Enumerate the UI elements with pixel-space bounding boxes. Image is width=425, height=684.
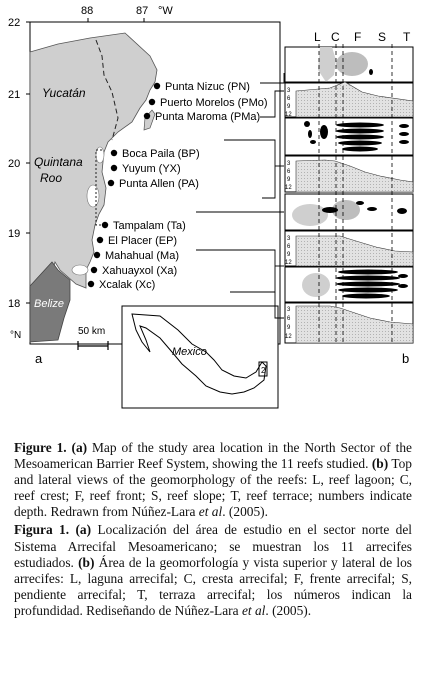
reef-point-bp xyxy=(110,149,118,157)
svg-text:3: 3 xyxy=(287,236,291,242)
map-panel: 88 87 °W 22 21 20 19 18 °N Yucatán Quint… xyxy=(8,5,285,409)
panel-label-b: b xyxy=(402,351,409,366)
study-area-figure: 88 87 °W 22 21 20 19 18 °N Yucatán Quint… xyxy=(8,5,414,409)
svg-text:3: 3 xyxy=(287,307,291,313)
region-belize: Belize xyxy=(34,298,64,310)
state-border-campeche xyxy=(95,149,104,226)
caption-en-etal: et al xyxy=(198,504,223,520)
reef-label-ta: Tampalam (Ta) xyxy=(113,220,186,232)
reef-label-pmo: Puerto Morelos (PMo) xyxy=(160,97,268,109)
reef-point-pma xyxy=(143,112,151,120)
lat-unit: °N xyxy=(10,330,21,341)
lat-label-21: 21 xyxy=(8,89,20,101)
caption-es-figure-label: Figura 1. xyxy=(14,522,70,538)
lon-unit: °W xyxy=(158,5,173,17)
inset-map: 2 Mexico xyxy=(121,305,279,409)
inset-label: Mexico xyxy=(172,346,207,358)
region-quintana: Quintana xyxy=(34,155,83,169)
reef-point-pmo xyxy=(148,98,156,106)
caption-es-a: (a) xyxy=(75,522,92,538)
reef-points xyxy=(87,82,161,288)
reef-point-pa xyxy=(107,179,115,187)
caption-spanish: Figura 1. (a) Localización del área de e… xyxy=(14,522,412,619)
figure-caption: Figure 1. (a) Map of the study area loca… xyxy=(14,440,412,621)
lat-label-19: 19 xyxy=(8,228,20,240)
region-roo: Roo xyxy=(40,171,62,185)
svg-text:9: 9 xyxy=(287,177,291,183)
svg-text:9: 9 xyxy=(287,104,291,110)
reef-label-pa: Punta Allen (PA) xyxy=(119,178,199,190)
lat-label-20: 20 xyxy=(8,158,20,170)
reef-label-yx: Yuyum (YX) xyxy=(122,163,181,175)
svg-text:3: 3 xyxy=(287,161,291,167)
group-brackets xyxy=(196,73,285,319)
scale-bar: 50 km xyxy=(77,326,109,350)
inset-number: 2 xyxy=(261,366,266,375)
reef-point-ep xyxy=(96,236,104,244)
svg-text:12: 12 xyxy=(285,112,292,118)
reef-point-ma xyxy=(93,251,101,259)
region-yucatan: Yucatán xyxy=(42,86,86,100)
svg-text:9: 9 xyxy=(287,325,291,331)
caption-en-text-3: . (2005). xyxy=(222,504,268,520)
reef-point-xa xyxy=(90,266,98,274)
reef-labels: Punta Nizuc (PN) Puerto Morelos (PMo) Pu… xyxy=(99,81,268,291)
zone-label-c: C xyxy=(331,30,340,44)
reef-point-xc xyxy=(87,280,95,288)
lat-label-22: 22 xyxy=(8,17,20,29)
caption-en-a: (a) xyxy=(71,440,88,455)
peninsula-land xyxy=(29,32,158,343)
caption-en-text-1: Map of the study area location in the No… xyxy=(14,440,412,472)
zone-label-t: T xyxy=(403,30,411,44)
reef-label-pn: Punta Nizuc (PN) xyxy=(165,81,250,93)
lat-label-18: 18 xyxy=(8,298,20,310)
reef-label-bp: Boca Paila (BP) xyxy=(122,148,200,160)
profile-group-2: 3 6 9 12 xyxy=(284,117,414,193)
profile-group-4: 3 6 9 12 xyxy=(284,266,414,344)
svg-text:12: 12 xyxy=(285,334,292,340)
caption-es-text-1: Localización del área de estudio en el s… xyxy=(14,522,412,570)
caption-english: Figure 1. (a) Map of the study area loca… xyxy=(14,440,412,520)
scale-label: 50 km xyxy=(78,326,105,337)
reef-point-pn xyxy=(153,82,161,90)
profile-group-1: 3 6 9 12 xyxy=(284,46,414,118)
reef-label-ma: Mahahual (Ma) xyxy=(105,250,179,262)
caption-en-figure-label: Figure 1. xyxy=(14,440,67,455)
reef-label-pma: Punta Maroma (PMa) xyxy=(155,111,260,123)
svg-text:12: 12 xyxy=(285,260,292,266)
caption-en-b: (b) xyxy=(371,456,389,472)
lon-label-88: 88 xyxy=(81,5,93,17)
svg-text:6: 6 xyxy=(287,96,291,102)
svg-text:6: 6 xyxy=(287,316,291,322)
reef-point-ta xyxy=(101,221,109,229)
inset-study-area-box xyxy=(258,361,268,377)
zone-label-f: F xyxy=(354,30,361,44)
zone-label-s: S xyxy=(378,30,386,44)
svg-text:9: 9 xyxy=(287,252,291,258)
zone-label-l: L xyxy=(314,30,321,44)
lon-label-87: 87 xyxy=(136,5,148,17)
reef-label-xa: Xahuayxol (Xa) xyxy=(102,265,177,277)
panel-label-a: a xyxy=(35,351,43,366)
zone-dividers xyxy=(318,44,393,343)
cozumel-island xyxy=(143,109,156,131)
svg-text:6: 6 xyxy=(287,244,291,250)
reef-point-yx xyxy=(110,164,118,172)
belize-land xyxy=(29,261,71,343)
caption-es-text-2: Área de la geomorfología y vista superio… xyxy=(14,554,412,618)
caption-es-text-3: . (2005). xyxy=(265,602,312,618)
svg-text:12: 12 xyxy=(285,185,292,191)
caption-en-text-2: Top and lateral views of the geomorpholo… xyxy=(14,456,412,520)
caption-es-etal: et al xyxy=(241,602,266,618)
reef-label-ep: El Placer (EP) xyxy=(108,235,177,247)
profile-group-3: 3 6 9 12 xyxy=(284,193,414,267)
caption-es-b: (b) xyxy=(78,554,95,570)
mexico-outline xyxy=(131,313,267,395)
svg-text:3: 3 xyxy=(287,88,291,94)
profiles-panel: L C F S T 3 6 9 12 xyxy=(284,30,414,366)
reef-label-xc: Xcalak (Xc) xyxy=(99,279,155,291)
svg-text:6: 6 xyxy=(287,169,291,175)
